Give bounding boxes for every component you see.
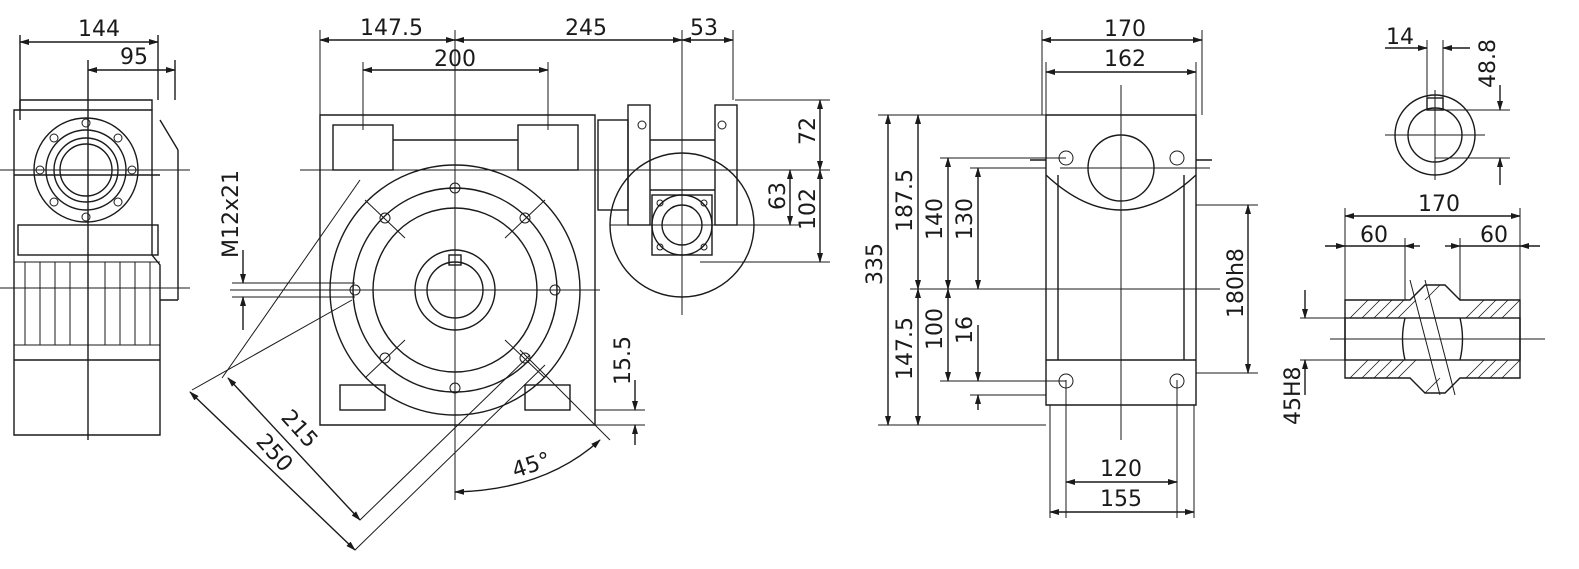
top-dim-16: 16	[953, 316, 978, 344]
front-dim-245: 245	[565, 16, 607, 41]
top-dim-155: 155	[1100, 487, 1142, 512]
side-view: 144 95	[0, 17, 190, 440]
front-dim-63: 63	[766, 182, 791, 210]
side-dim-width: 144	[78, 17, 120, 42]
top-view: 170 162 335 187.	[863, 17, 1258, 518]
top-dim-180h8: 180h8	[1224, 248, 1249, 318]
shaft-dim-170: 170	[1418, 192, 1460, 217]
shaft-dim-60-right: 60	[1480, 223, 1508, 248]
shaft-dim-60-left: 60	[1360, 223, 1388, 248]
keyway-dim-14: 14	[1386, 25, 1414, 50]
front-dim-15-5: 15.5	[611, 336, 636, 385]
front-dim-200: 200	[434, 47, 476, 72]
top-dim-147-5: 147.5	[893, 317, 918, 380]
front-dim-147-5: 147.5	[360, 16, 423, 41]
shaft-dim-45h8: 45H8	[1281, 366, 1306, 425]
keyway-detail: 14 48.8	[1385, 25, 1510, 185]
top-dim-170: 170	[1104, 17, 1146, 42]
top-dim-162: 162	[1104, 47, 1146, 72]
hollow-shaft-section: 170 60 60	[1281, 192, 1545, 425]
front-dim-102: 102	[796, 188, 821, 230]
keyway-dim-48-8: 48.8	[1476, 39, 1501, 88]
front-view: 147.5 245 53 200	[189, 16, 830, 551]
side-dim-offset: 95	[120, 45, 148, 70]
top-dim-335: 335	[863, 243, 888, 285]
top-dim-140: 140	[923, 198, 948, 240]
front-dim-53: 53	[690, 16, 718, 41]
top-dim-130: 130	[953, 198, 978, 240]
top-dim-100: 100	[923, 308, 948, 350]
thread-label: M12x21	[219, 170, 244, 258]
top-dim-120: 120	[1100, 457, 1142, 482]
front-dim-72: 72	[796, 117, 821, 145]
top-dim-187-5: 187.5	[893, 169, 918, 232]
angle-label: 45°	[509, 448, 554, 484]
